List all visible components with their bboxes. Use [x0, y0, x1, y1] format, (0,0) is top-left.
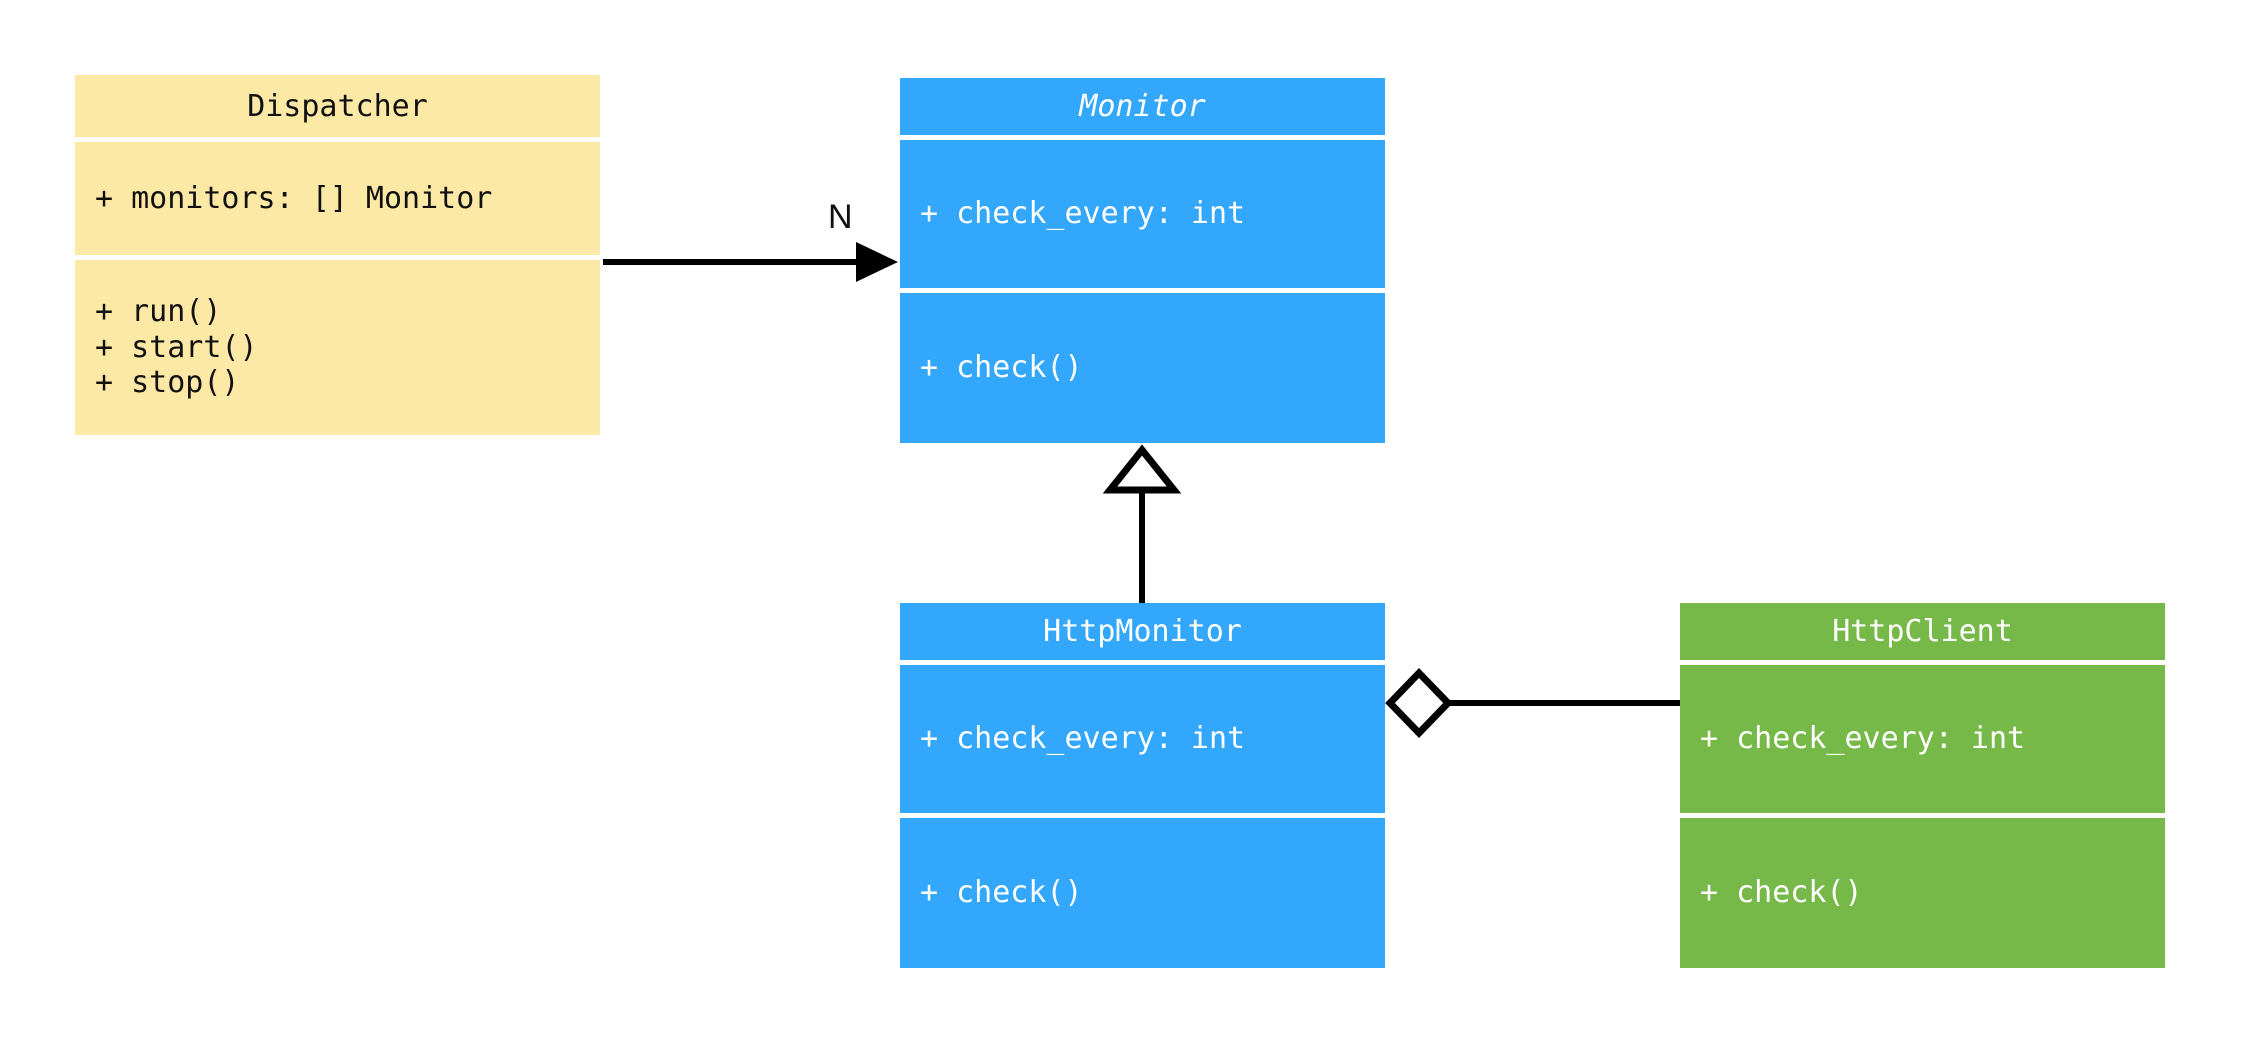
class-attributes-compartment-httpclient: + check_every: int: [1680, 665, 2165, 813]
class-methods-compartment-dispatcher: + run() + start() + stop(): [75, 260, 600, 435]
class-attributes-compartment-dispatcher: + monitors: [] Monitor: [75, 142, 600, 255]
class-title-compartment-httpmonitor: HttpMonitor: [900, 603, 1385, 660]
class-title-compartment-monitor: Monitor: [900, 78, 1385, 135]
class-method: + run(): [95, 294, 222, 330]
class-name-httpclient: HttpClient: [1832, 614, 2013, 649]
class-attribute: + monitors: [] Monitor: [95, 180, 493, 216]
class-title-compartment-httpclient: HttpClient: [1680, 603, 2165, 660]
class-box-monitor[interactable]: Monitor + check_every: int + check(): [900, 78, 1385, 448]
class-method: + check(): [920, 350, 1083, 386]
class-methods-compartment-httpmonitor: + check(): [900, 818, 1385, 968]
filled-arrowhead-icon: [856, 242, 898, 282]
edge-httpmonitor-to-monitor: [1102, 444, 1182, 603]
class-box-httpclient[interactable]: HttpClient + check_every: int + check(): [1680, 603, 2165, 973]
class-method: + check(): [920, 875, 1083, 911]
edge-httpmonitor-to-httpclient: [1385, 667, 1680, 739]
class-title-compartment-dispatcher: Dispatcher: [75, 75, 600, 137]
class-attributes-compartment-monitor: + check_every: int: [900, 140, 1385, 288]
edge-dispatcher-to-monitor: [603, 242, 898, 282]
class-attributes-compartment-httpmonitor: + check_every: int: [900, 665, 1385, 813]
class-methods-compartment-monitor: + check(): [900, 293, 1385, 443]
class-attribute: + check_every: int: [920, 721, 1246, 757]
multiplicity-label-n: N: [828, 198, 853, 236]
class-name-monitor: Monitor: [1079, 89, 1206, 124]
class-box-dispatcher[interactable]: Dispatcher + monitors: [] Monitor + run(…: [75, 75, 600, 445]
class-method: + start(): [95, 329, 258, 365]
class-attribute: + check_every: int: [920, 196, 1246, 232]
class-name-httpmonitor: HttpMonitor: [1043, 614, 1242, 649]
hollow-diamond-arrowhead-icon: [1385, 667, 1453, 739]
class-box-httpmonitor[interactable]: HttpMonitor + check_every: int + check(): [900, 603, 1385, 973]
class-method: + check(): [1700, 875, 1863, 911]
class-methods-compartment-httpclient: + check(): [1680, 818, 2165, 968]
class-name-dispatcher: Dispatcher: [247, 88, 428, 124]
hollow-triangle-arrowhead-icon: [1102, 444, 1182, 494]
class-method: + stop(): [95, 365, 240, 401]
class-attribute: + check_every: int: [1700, 721, 2026, 757]
